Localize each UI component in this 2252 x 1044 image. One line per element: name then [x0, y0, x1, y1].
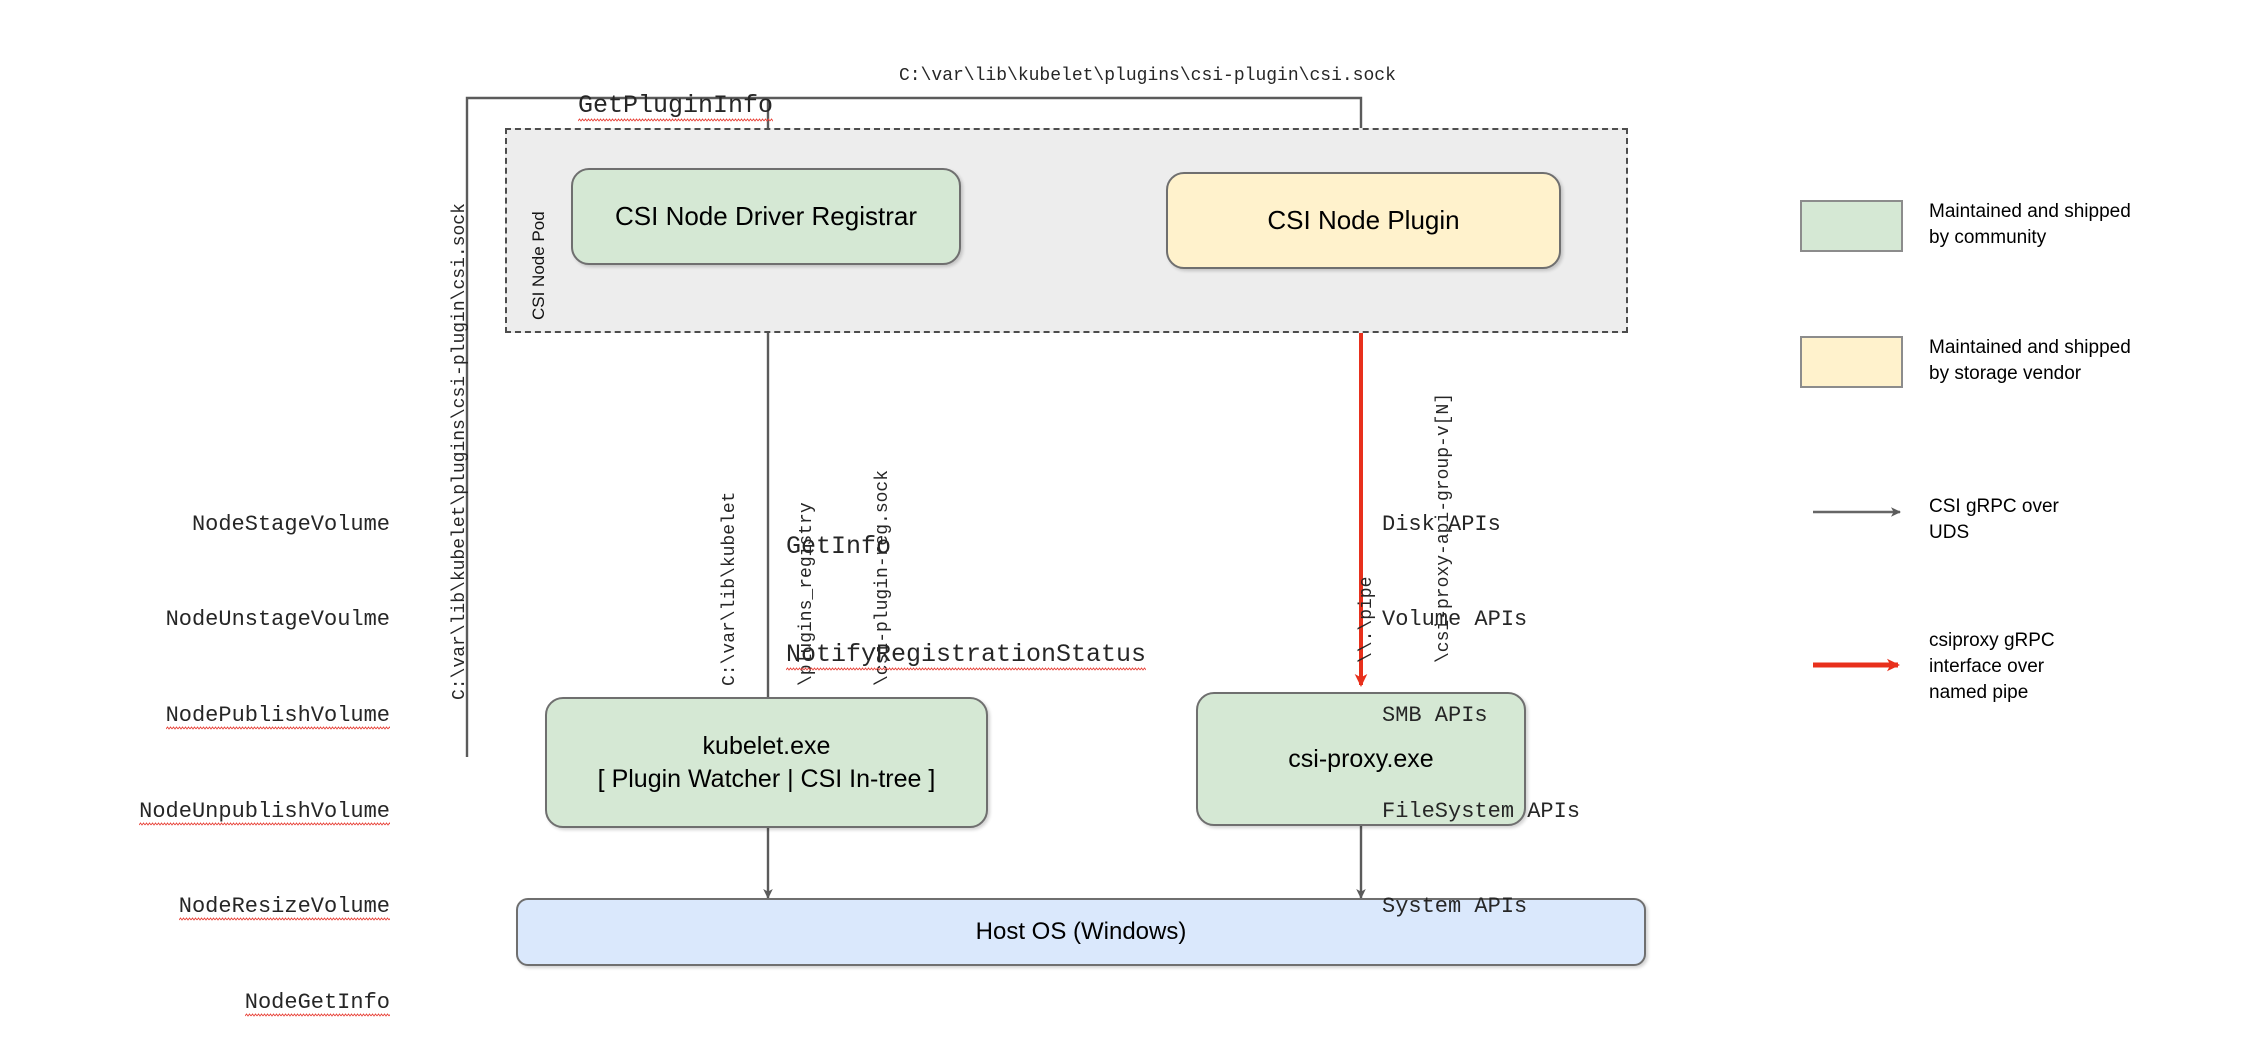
legend-text-csi-grpc-uds: CSI gRPC over UDS: [1929, 496, 2059, 544]
rpc-item: NodeStageVolume: [191, 511, 390, 537]
rpc-item: NodeUnstageVoulme: [165, 607, 390, 633]
api-item: SMB APIs: [1382, 703, 1488, 729]
node-csi-proxy-exe[interactable]: csi-proxy.exe: [1196, 692, 1526, 826]
legend-text-csiproxy-named-pipe: csiproxy gRPC interface over named pipe: [1929, 630, 2055, 704]
node-csi-node-plugin-label: CSI Node Plugin: [1267, 205, 1460, 236]
node-kubelet-exe[interactable]: kubelet.exe [ Plugin Watcher | CSI In-tr…: [545, 697, 988, 828]
label-get-plugin-info: GetPluginInfo: [578, 91, 774, 122]
legend-swatch-storage-vendor: [1800, 336, 1903, 388]
node-csi-node-driver-registrar[interactable]: CSI Node Driver Registrar: [571, 168, 961, 265]
label-csi-sock-path-top: C:\var\lib\kubelet\plugins\csi-plugin\cs…: [899, 66, 1396, 86]
api-item: System APIs: [1382, 894, 1528, 920]
rpc-item: NodeUnpublishVolume: [139, 798, 390, 826]
api-item: FileSystem APIs: [1382, 798, 1581, 824]
api-item: Disk APIs: [1382, 511, 1501, 537]
label-registration-calls: GetInfo NotifyRegistrationStatus: [786, 456, 1147, 746]
rpc-item: NodeGetInfo: [244, 990, 390, 1018]
node-host-os-label: Host OS (Windows): [975, 918, 1187, 946]
legend-text-storage-vendor: Maintained and shipped by storage vendor: [1929, 337, 2131, 385]
node-service-rpc-list: NodeStageVolume NodeUnstageVoulme NodePu…: [100, 445, 390, 1044]
label-notify-registration-status: NotifyRegistrationStatus: [786, 640, 1147, 672]
csi-proxy-api-list: Disk APIs Volume APIs SMB APIs FileSyste…: [1382, 445, 1580, 987]
rpc-item: NodePublishVolume: [165, 703, 390, 731]
node-host-os[interactable]: Host OS (Windows): [516, 898, 1646, 966]
rpc-item: NodeResizeVolume: [178, 894, 390, 922]
node-kubelet-exe-label: kubelet.exe [ Plugin Watcher | CSI In-tr…: [597, 731, 936, 793]
node-csi-proxy-exe-label: csi-proxy.exe: [1288, 744, 1434, 773]
node-csi-node-driver-registrar-label: CSI Node Driver Registrar: [615, 201, 917, 232]
label-named-pipe-line-1: \\.\pipe: [1357, 576, 1378, 663]
label-csi-sock-path-left: C:\var\lib\kubelet\plugins\csi-plugin\cs…: [450, 203, 470, 700]
legend-text-community: Maintained and shipped by community: [1929, 201, 2131, 249]
csi-node-pod-label: CSI Node Pod: [529, 211, 548, 320]
label-get-info: GetInfo: [786, 531, 892, 561]
label-registry-sock-path-line-1: C:\var\lib\kubelet: [720, 491, 741, 686]
legend-swatch-community: [1800, 200, 1903, 252]
node-csi-node-plugin[interactable]: CSI Node Plugin: [1166, 172, 1561, 269]
api-item: Volume APIs: [1382, 607, 1528, 633]
